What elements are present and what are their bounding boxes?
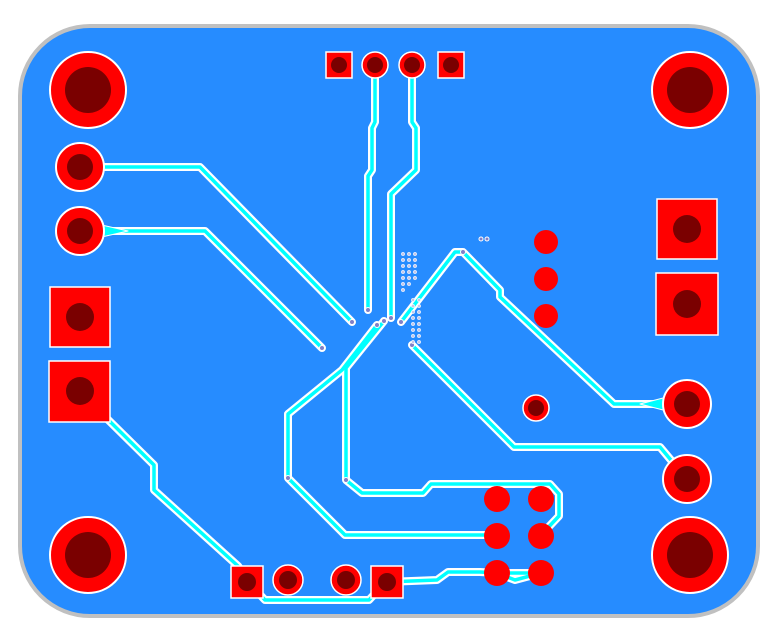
left-round-pads (55, 142, 105, 256)
right-round-pads (662, 379, 712, 504)
left-terminal-pads (48, 286, 111, 423)
pads (48, 51, 719, 599)
trace-layer (76, 61, 690, 604)
mounting-hole-bottom-right (651, 516, 729, 594)
vias (285, 236, 490, 483)
mounting-hole-top-right (651, 51, 729, 129)
thermal-via-array (401, 252, 421, 344)
mounting-holes (49, 51, 729, 594)
mounting-hole-top-left (49, 51, 127, 129)
right-terminal-pads (655, 198, 719, 336)
pad-matrix-2x3 (484, 486, 554, 586)
single-through-hole-pad (522, 394, 550, 422)
top-header-pads (325, 51, 465, 79)
mounting-hole-bottom-left (49, 516, 127, 594)
smd-pads (534, 230, 558, 328)
bottom-header-pads (230, 564, 404, 599)
